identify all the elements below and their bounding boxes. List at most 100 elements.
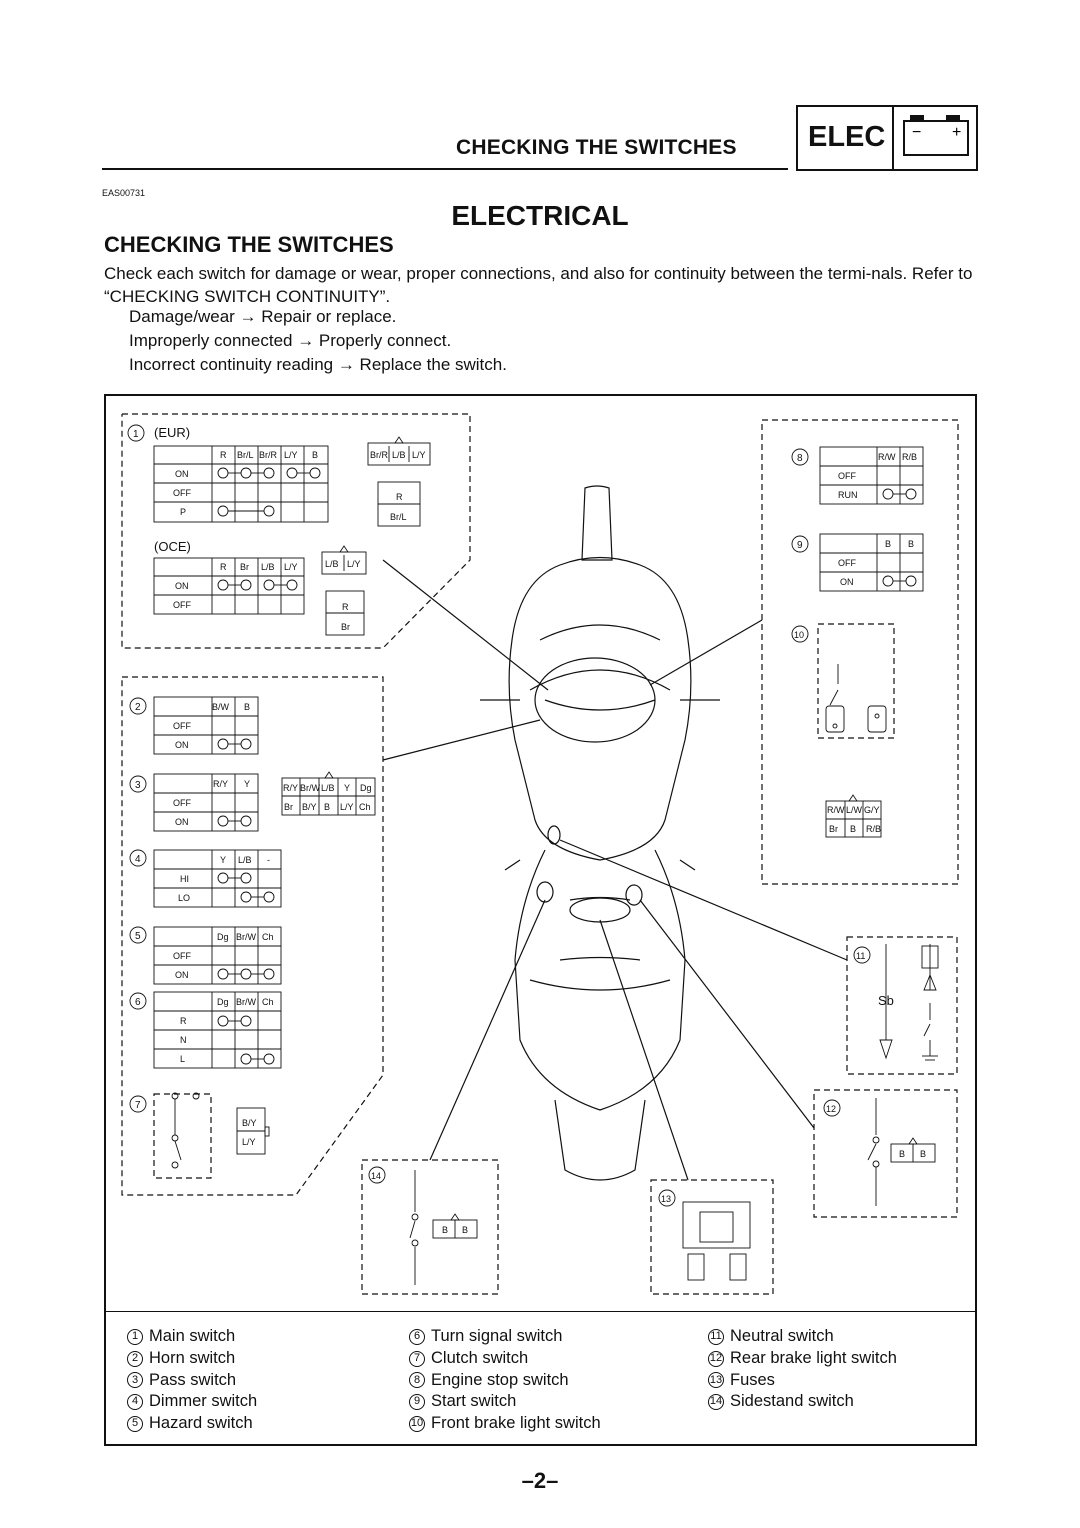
table-engine-stop-grid (819, 446, 924, 505)
elec-tab-divider (892, 107, 894, 169)
legend-number: 8 (409, 1372, 425, 1389)
table-hazard-grid (153, 926, 282, 985)
svg-text:L/B: L/B (392, 450, 406, 460)
eur-label: (EUR) (154, 425, 190, 440)
table-start-headers: B B OFF ON (838, 539, 914, 587)
connector-clutch (236, 1107, 270, 1155)
callout-10: 10 (791, 625, 809, 643)
legend-label: Start switch (431, 1392, 517, 1411)
svg-text:Ch: Ch (359, 802, 371, 812)
svg-text:R/Y: R/Y (213, 779, 228, 789)
svg-text:B: B (850, 824, 856, 834)
table-engine-stop-headers: R/W R/B OFF RUN (838, 452, 917, 500)
callout-1: 1 (127, 424, 145, 442)
svg-text:Br/L: Br/L (390, 512, 407, 522)
diagram-frame (104, 394, 977, 1446)
svg-text:Br: Br (341, 622, 350, 632)
legend-number: 10 (409, 1416, 425, 1433)
leader-lines (382, 559, 848, 1181)
battery-icon: − + (903, 115, 969, 156)
legend-item: 9 Start switch (409, 1391, 601, 1413)
svg-text:Y: Y (220, 855, 226, 865)
svg-text:L/B: L/B (261, 562, 275, 572)
callout-3: 3 (129, 775, 147, 793)
legend-number: 7 (409, 1350, 425, 1367)
svg-text:L: L (180, 1054, 185, 1064)
callout-12: 12 (823, 1099, 841, 1117)
svg-text:11: 11 (856, 951, 865, 961)
svg-text:R/B: R/B (902, 452, 917, 462)
table-eur-headers: R Br/L Br/R L/Y B ON OFF P (173, 450, 318, 517)
svg-text:B: B (885, 539, 891, 549)
svg-text:6: 6 (135, 997, 141, 1008)
svg-text:2: 2 (135, 702, 141, 713)
svg-text:B: B (908, 539, 914, 549)
svg-text:8: 8 (797, 453, 803, 464)
connector-eur-side (377, 481, 421, 527)
svg-text:B: B (324, 802, 330, 812)
svg-text:L/B: L/B (238, 855, 252, 865)
legend-number: 3 (127, 1372, 143, 1389)
step-damage: Damage/wear → Repair or replace. (129, 307, 397, 326)
svg-text:Br/W: Br/W (300, 783, 321, 793)
svg-text:R: R (396, 492, 403, 502)
legend-number: 14 (708, 1394, 724, 1411)
callout-4: 4 (129, 849, 147, 867)
svg-text:Br/W: Br/W (236, 932, 257, 942)
legend-label: Turn signal switch (431, 1327, 563, 1345)
callout-9: 9 (791, 535, 809, 553)
svg-text:OFF: OFF (173, 798, 191, 808)
svg-text:L/B: L/B (321, 783, 335, 793)
svg-text:Br/R: Br/R (259, 450, 278, 460)
svg-text:R: R (220, 562, 227, 572)
svg-text:R/Y: R/Y (283, 783, 298, 793)
clutch-switch-schematic (153, 1092, 212, 1179)
svg-text:L/Y: L/Y (347, 559, 361, 569)
table-turn-grid (153, 991, 282, 1069)
svg-text:G/Y: G/Y (864, 805, 880, 815)
legend-number: 9 (409, 1394, 425, 1411)
svg-text:B/W: B/W (212, 702, 230, 712)
svg-text:ON: ON (175, 970, 189, 980)
motorcycle-outline (480, 485, 720, 1181)
callout-8: 8 (791, 448, 809, 466)
table-pass-headers: R/Y Y OFF ON (173, 779, 250, 827)
table-dimmer-grid (153, 849, 282, 908)
legend-item: 6 Turn signal switch (409, 1326, 601, 1348)
table-pass-grid (153, 773, 259, 832)
svg-text:Dg: Dg (217, 932, 229, 942)
fuse-icon (682, 1201, 751, 1281)
svg-text:B: B (312, 450, 318, 460)
legend-label: Dimmer switch (149, 1392, 258, 1411)
svg-text:L/W: L/W (846, 805, 863, 815)
svg-text:7: 7 (135, 1100, 141, 1111)
legend-label: Sidestand switch (730, 1392, 854, 1411)
svg-text:ON: ON (175, 469, 189, 479)
svg-text:B: B (899, 1149, 905, 1159)
svg-text:3: 3 (135, 780, 141, 791)
page-number: –2– (521, 1468, 559, 1493)
svg-text:Br: Br (284, 802, 293, 812)
table-horn-headers: B/W B OFF ON (173, 702, 250, 750)
svg-text:R: R (180, 1016, 187, 1026)
intro-paragraph: Check each switch for damage or wear, pr… (104, 264, 973, 306)
svg-text:Br: Br (829, 824, 838, 834)
svg-text:Br/W: Br/W (236, 997, 257, 1007)
legend-label: Main switch (149, 1327, 236, 1345)
svg-text:5: 5 (135, 931, 141, 942)
legend-label: Rear brake light switch (730, 1348, 897, 1367)
svg-text:R: R (342, 602, 349, 612)
svg-text:L/Y: L/Y (284, 450, 298, 460)
handlebar-callout-circle (534, 657, 656, 743)
legend-number: 6 (409, 1328, 425, 1345)
